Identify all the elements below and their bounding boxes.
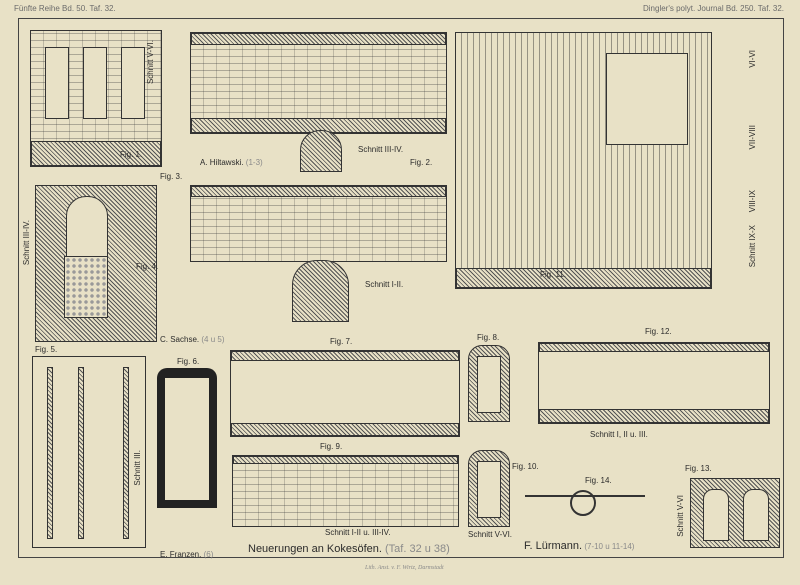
title-ref: (Taf. 32 u 38) xyxy=(385,543,450,555)
fig13-label: Fig. 13. xyxy=(685,464,712,473)
plate-frame xyxy=(18,18,784,558)
section-viii: VIII-IX xyxy=(748,190,757,213)
fig5-label: Fig. 5. xyxy=(35,345,58,354)
fig3-section: Schnitt I-II. xyxy=(365,280,404,289)
fig5-section: Schnitt III. xyxy=(133,450,142,486)
fig2-label: Fig. 2. xyxy=(410,158,433,167)
fig14-label: Fig. 14. xyxy=(585,476,612,485)
fig11-label: Fig. 11. xyxy=(540,270,567,279)
fig1-section: Schnitt V-VI. xyxy=(146,40,155,85)
fig3-label: Fig. 3. xyxy=(160,172,183,181)
title-main: Neuerungen an Kokesöfen. xyxy=(248,543,382,555)
fig5-drawing xyxy=(32,356,146,548)
fig10-section: Schnitt V-VI. xyxy=(468,530,513,539)
section-ix-x: Schnitt IX-X xyxy=(748,225,757,268)
author-ref: (6) xyxy=(203,550,214,559)
plate-title: Neuerungen an Kokesöfen. (Taf. 32 u 38) xyxy=(248,543,450,555)
fig3-flue xyxy=(292,260,349,322)
author-ref: (4 u 5) xyxy=(201,335,225,344)
fig4-section: Schnitt III-IV. xyxy=(22,220,31,266)
author-franzen: E. Franzen. (6) xyxy=(160,550,213,559)
fig11-drawing xyxy=(455,32,712,289)
fig13-section: Schnitt V-VI xyxy=(676,495,685,537)
fig4-drawing xyxy=(35,185,157,342)
fig8-drawing xyxy=(468,345,510,422)
author-sachse: C. Sachse. (4 u 5) xyxy=(160,335,225,344)
fig10-label: Fig. 10. xyxy=(512,462,539,471)
fig14-wheel xyxy=(570,490,596,516)
author-ref: (7-10 u 11-14) xyxy=(584,542,635,551)
author-name: E. Franzen. xyxy=(160,550,202,559)
fig8-label: Fig. 8. xyxy=(477,333,500,342)
fig4-label: Fig. 4. xyxy=(136,262,159,271)
plate-header-left: Fünfte Reihe Bd. 50. Taf. 32. xyxy=(14,4,116,13)
author-hiltawski: A. Hiltawski. (1-3) xyxy=(200,158,263,167)
fig3-drawing xyxy=(190,185,447,262)
fig6-label: Fig. 6. xyxy=(177,357,200,366)
fig2-drawing xyxy=(190,32,447,134)
section-vii: VII-VIII xyxy=(748,125,757,150)
author-name: F. Lürmann. xyxy=(524,540,583,552)
fig9-label: Fig. 9. xyxy=(320,442,343,451)
fig12-label: Fig. 12. xyxy=(645,327,672,336)
fig7-drawing xyxy=(230,350,460,437)
fig10-drawing xyxy=(468,450,510,527)
author-luermann: F. Lürmann. (7-10 u 11-14) xyxy=(524,540,634,552)
fig12-section: Schnitt I, II u. III. xyxy=(590,430,648,439)
fig6-drawing xyxy=(157,368,217,508)
fig9-section: Schnitt I-II u. III-IV. xyxy=(325,528,391,537)
imprint: Lith. Anst. v. F. Wirtz, Darmstadt xyxy=(365,565,444,571)
author-ref: (1-3) xyxy=(245,158,263,167)
fig9-drawing xyxy=(232,455,459,527)
plate-header-right: Dingler's polyt. Journal Bd. 250. Taf. 3… xyxy=(642,4,784,13)
fig12-drawing xyxy=(538,342,770,424)
fig2-flue xyxy=(300,130,342,172)
fig13-drawing xyxy=(690,478,780,548)
section-vi: VI-VI xyxy=(748,50,757,68)
fig7-label: Fig. 7. xyxy=(330,337,353,346)
author-name: C. Sachse. xyxy=(160,335,200,344)
fig1-drawing xyxy=(30,30,162,167)
author-name: A. Hiltawski. xyxy=(200,158,244,167)
fig2-section: Schnitt III-IV. xyxy=(358,145,404,154)
fig1-label: Fig. 1. xyxy=(120,150,143,159)
